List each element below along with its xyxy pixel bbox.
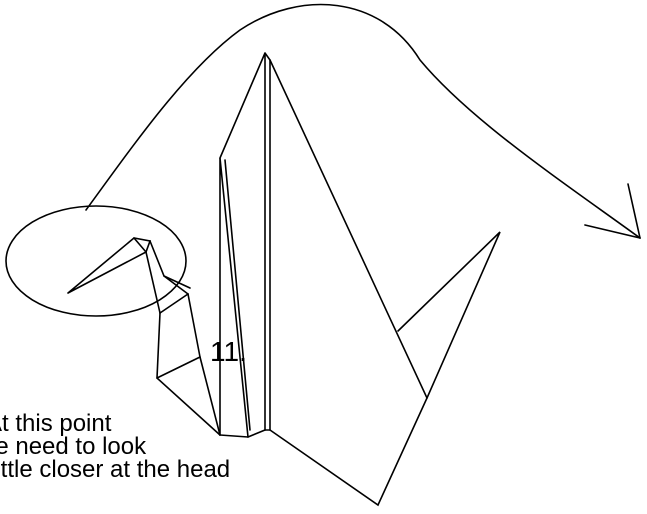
crane-body-icon <box>220 53 270 437</box>
crane-head-icon <box>68 238 190 313</box>
caption-line-1: At this point <box>0 412 111 435</box>
caption-line-2: we need to look <box>0 435 146 458</box>
focus-ellipse-icon <box>6 206 186 316</box>
step-number: 11. <box>210 338 247 366</box>
caption-line-3: a little closer at the head <box>0 458 230 481</box>
curved-arrow-icon <box>86 5 640 238</box>
instruction-caption: At this point we need to look a little c… <box>0 412 330 514</box>
